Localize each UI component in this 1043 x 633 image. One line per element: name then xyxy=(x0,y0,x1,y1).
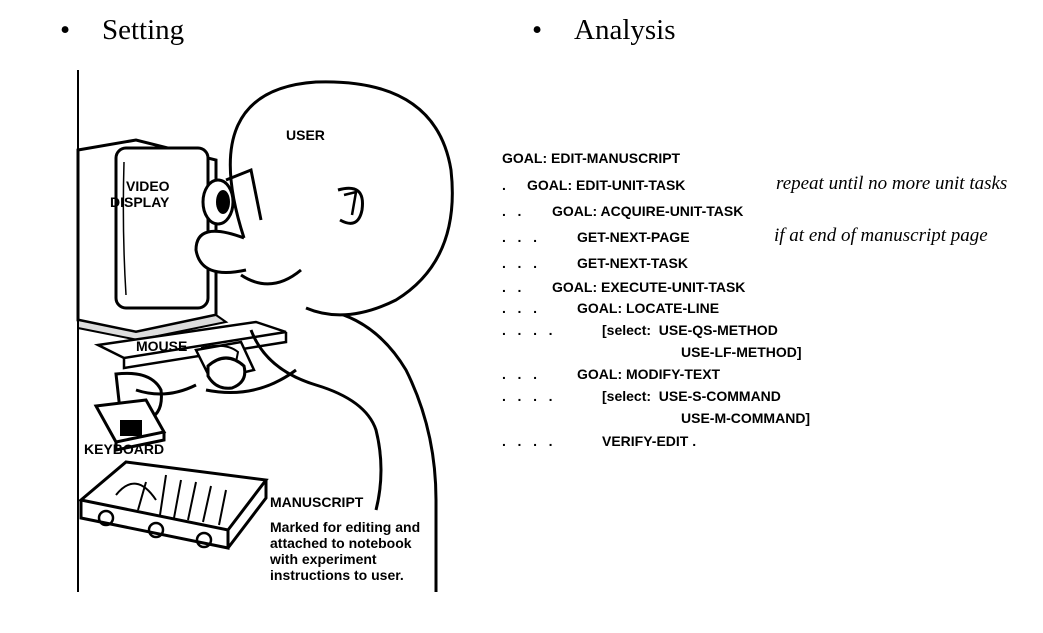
analysis-heading: • Analysis xyxy=(532,14,676,47)
bullet-icon: • xyxy=(532,14,543,46)
goms-indent-dots: . xyxy=(502,177,506,193)
manuscript-desc-line1: Marked for editing and xyxy=(270,519,420,535)
manuscript-title: MANUSCRIPT xyxy=(270,494,364,510)
bullet-icon: • xyxy=(60,14,71,46)
goms-indent-dots: . . . . xyxy=(502,433,553,449)
mouse-label: MOUSE xyxy=(136,338,187,354)
setting-title: Setting xyxy=(102,14,185,46)
video-display-label-line1: VIDEO xyxy=(126,178,170,194)
keyboard-label: KEYBOARD xyxy=(84,441,164,457)
goms-indent-dots: . . . xyxy=(502,229,538,245)
user-body-drawing xyxy=(205,308,438,592)
goms-line-text: GOAL: EDIT-UNIT-TASK xyxy=(527,177,686,193)
goms-line-text: USE-LF-METHOD] xyxy=(681,344,802,360)
goms-line-note: repeat until no more unit tasks xyxy=(776,173,1008,194)
goms-line-text: GOAL: MODIFY-TEXT xyxy=(577,366,721,382)
user-setting-illustration: USER VIDEO DISPLAY MOUSE KEYBOARD MANUSC… xyxy=(76,70,454,592)
manuscript-desc-line3: with experiment xyxy=(269,551,377,567)
goms-line-text: GOAL: LOCATE-LINE xyxy=(577,300,720,316)
goms-line-text: [select: USE-QS-METHOD xyxy=(602,322,778,338)
mouse-keyboard-drawing xyxy=(93,340,256,452)
goms-line-note: if at end of manuscript page xyxy=(774,225,988,246)
setting-heading: • Setting xyxy=(60,14,185,47)
goms-line-text: GET-NEXT-PAGE xyxy=(577,229,690,245)
video-display-label-line2: DISPLAY xyxy=(110,194,170,210)
user-label: USER xyxy=(286,127,325,143)
goms-indent-dots: . . . xyxy=(502,366,538,382)
ear-icon xyxy=(337,186,364,225)
manuscript-desc-line2: attached to notebook xyxy=(270,535,412,551)
manuscript-notebook-drawing xyxy=(77,460,269,550)
goms-line-text: GET-NEXT-TASK xyxy=(577,255,688,271)
goms-line-text: [select: USE-S-COMMAND xyxy=(602,388,781,404)
goms-indent-dots: . . xyxy=(502,279,522,295)
user-head-drawing xyxy=(194,80,454,317)
manuscript-desc-line4: instructions to user. xyxy=(270,567,404,583)
goms-line-text: VERIFY-EDIT . xyxy=(602,433,697,449)
goms-line-text: USE-M-COMMAND] xyxy=(681,410,811,426)
monitor-drawing xyxy=(76,138,288,370)
goms-line-text: GOAL: ACQUIRE-UNIT-TASK xyxy=(552,203,744,219)
goms-line-text: GOAL: EXECUTE-UNIT-TASK xyxy=(552,279,746,295)
goms-indent-dots: . . . xyxy=(502,300,538,316)
goms-line-text: GOAL: EDIT-MANUSCRIPT xyxy=(502,150,681,166)
goms-indent-dots: . . xyxy=(502,203,522,219)
analysis-title: Analysis xyxy=(574,14,676,46)
goms-indent-dots: . . . . xyxy=(502,322,553,338)
goms-indent-dots: . . . xyxy=(502,255,538,271)
goms-indent-dots: . . . . xyxy=(502,388,553,404)
